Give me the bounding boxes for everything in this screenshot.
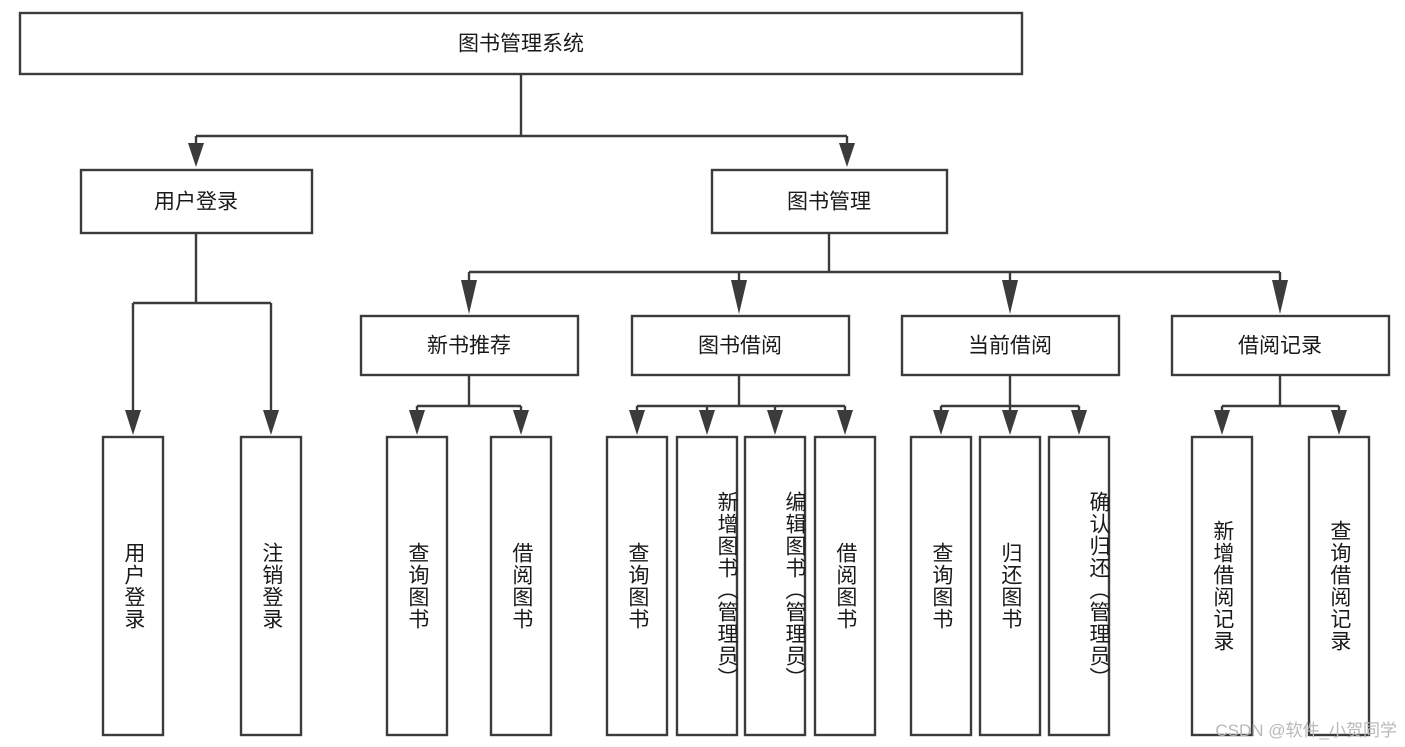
connector-root-to-level1 bbox=[188, 74, 855, 167]
node-new-book-recommend[interactable]: 新书推荐 bbox=[359, 314, 580, 377]
leaf-box-borrow-book-2[interactable] bbox=[813, 435, 877, 737]
leaf-box-query-record[interactable] bbox=[1307, 435, 1371, 737]
node-book-borrow[interactable]: 图书借阅 bbox=[630, 314, 851, 377]
node-borrow-record[interactable]: 借阅记录 bbox=[1170, 314, 1391, 377]
connector-currentborrow-to-leaves bbox=[933, 375, 1087, 435]
leaf-box-query-book-3[interactable] bbox=[909, 435, 973, 737]
leaf-box-add-record[interactable] bbox=[1190, 435, 1254, 737]
leaf-box-add-book[interactable] bbox=[675, 435, 739, 737]
node-current-borrow-label: 当前借阅 bbox=[968, 335, 1052, 358]
node-current-borrow[interactable]: 当前借阅 bbox=[900, 314, 1121, 377]
leaf-box-return-book[interactable] bbox=[978, 435, 1042, 737]
node-book-borrow-label: 图书借阅 bbox=[698, 335, 782, 358]
node-root[interactable]: 图书管理系统 bbox=[18, 11, 1024, 76]
leaf-box-confirm-return[interactable] bbox=[1047, 435, 1111, 737]
connector-borrowrecord-to-leaves bbox=[1214, 375, 1347, 435]
node-user-login[interactable]: 用户登录 bbox=[79, 168, 314, 235]
node-user-login-label: 用户登录 bbox=[154, 191, 238, 214]
connector-bookborrow-to-leaves bbox=[629, 375, 853, 435]
leaf-box-user-login[interactable] bbox=[101, 435, 165, 737]
node-book-manage-label: 图书管理 bbox=[787, 191, 871, 214]
leaf-box-logout-login[interactable] bbox=[239, 435, 303, 737]
leaf-box-edit-book[interactable] bbox=[743, 435, 807, 737]
connector-bookmanage-to-level2 bbox=[461, 233, 1288, 314]
connector-newbook-to-leaves bbox=[409, 375, 529, 435]
connector-userlogin-to-leaves bbox=[125, 233, 279, 435]
node-book-manage[interactable]: 图书管理 bbox=[710, 168, 949, 235]
node-new-book-recommend-label: 新书推荐 bbox=[427, 335, 511, 358]
node-root-label: 图书管理系统 bbox=[458, 33, 584, 56]
leaf-box-query-book-1[interactable] bbox=[385, 435, 449, 737]
leaf-box-query-book-2[interactable] bbox=[605, 435, 669, 737]
leaf-box-borrow-book-1[interactable] bbox=[489, 435, 553, 737]
node-borrow-record-label: 借阅记录 bbox=[1238, 335, 1322, 358]
